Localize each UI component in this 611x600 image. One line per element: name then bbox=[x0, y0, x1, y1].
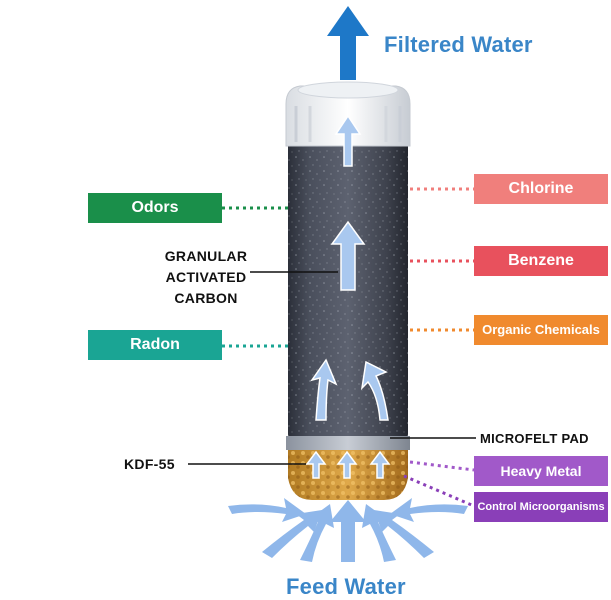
leader-lines bbox=[188, 187, 476, 508]
callout-gac-line3: CARBON bbox=[174, 290, 238, 306]
feed-water-title: Feed Water bbox=[286, 574, 406, 599]
label-heavy-metal: Heavy Metal bbox=[474, 456, 608, 486]
feed-water-arrows-icon bbox=[228, 498, 468, 562]
label-benzene: Benzene bbox=[474, 246, 608, 276]
callout-gac-line1: GRANULAR bbox=[164, 248, 248, 264]
label-organic-chemicals: Organic Chemicals bbox=[474, 315, 608, 345]
label-odors: Odors bbox=[88, 193, 222, 223]
label-control-microorganisms: Control Microorganisms bbox=[474, 492, 608, 522]
callout-kdf: KDF-55 bbox=[124, 456, 175, 472]
flow-arrows bbox=[305, 114, 391, 479]
filtered-water-arrow-icon bbox=[327, 6, 369, 80]
label-chlorine: Chlorine bbox=[474, 174, 608, 204]
callout-granular-activated-carbon: GRANULAR ACTIVATED CARBON bbox=[146, 246, 266, 309]
callout-gac-line2: ACTIVATED bbox=[165, 269, 247, 285]
callout-microfelt-pad: MICROFELT PAD bbox=[480, 431, 589, 446]
filtered-water-title: Filtered Water bbox=[384, 32, 533, 57]
label-radon: Radon bbox=[88, 330, 222, 360]
